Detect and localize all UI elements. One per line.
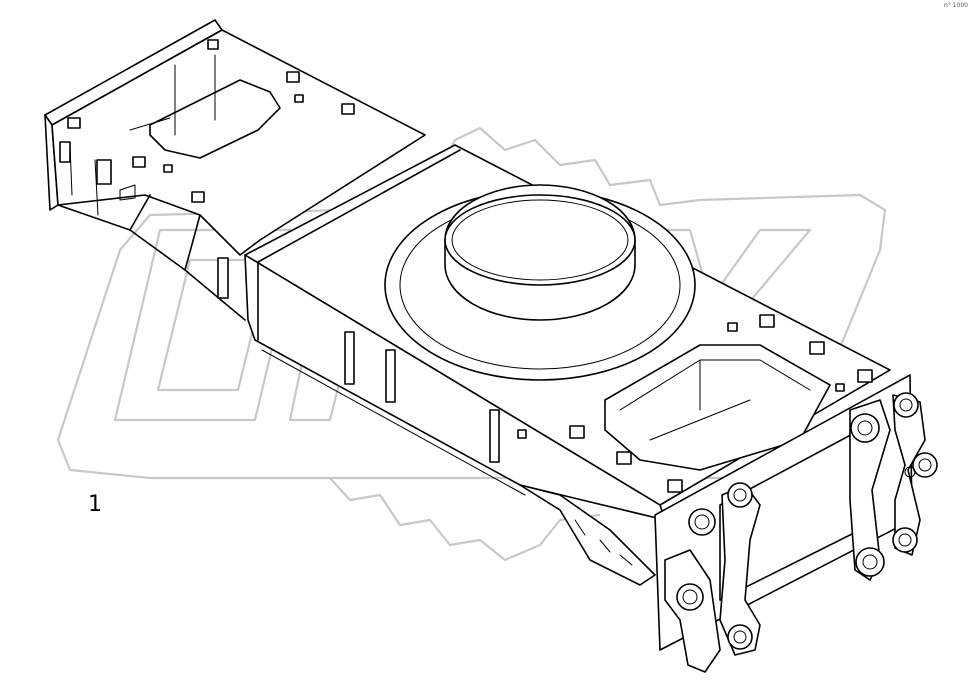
corner-mark: n° 1000 — [944, 2, 968, 9]
gear-watermark-icon — [56, 126, 887, 562]
turntable-ring — [384, 184, 696, 381]
part-number-label: 1 — [88, 492, 102, 517]
rear-box-section — [51, 29, 426, 321]
front-mounting-lugs — [664, 392, 938, 673]
